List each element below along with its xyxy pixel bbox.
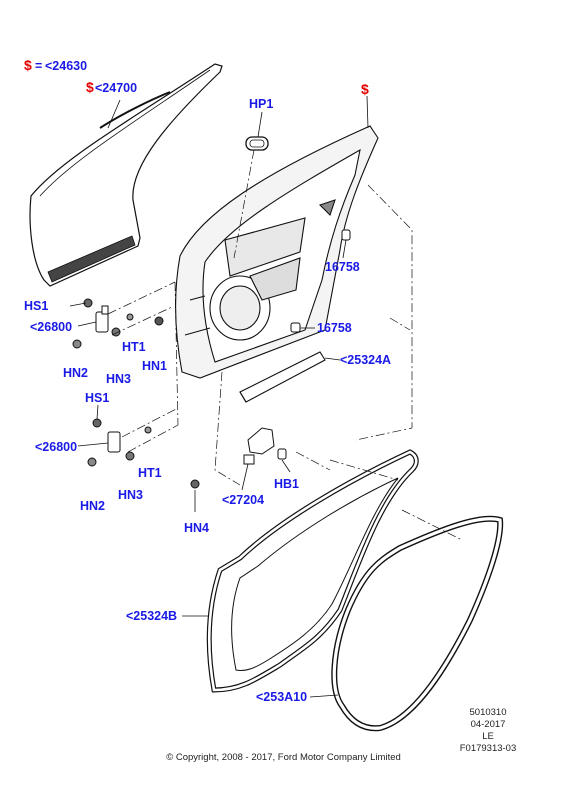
weatherstrip-25324b bbox=[206, 449, 419, 693]
label-hn2-lower[interactable]: HN2 bbox=[80, 499, 106, 513]
label-253a10[interactable]: <253A10 bbox=[256, 690, 308, 704]
trim-strip-25324a bbox=[239, 351, 326, 403]
label-ht1-upper[interactable]: HT1 bbox=[122, 340, 146, 354]
marker-dollar-frame: $ bbox=[361, 81, 369, 97]
legend-ref-24630[interactable]: <24630 bbox=[45, 59, 88, 73]
label-ht1-lower[interactable]: HT1 bbox=[138, 466, 162, 480]
label-hn1[interactable]: HN1 bbox=[142, 359, 168, 373]
label-hn2-upper[interactable]: HN2 bbox=[63, 366, 89, 380]
label-16758-lower[interactable]: 16758 bbox=[317, 321, 352, 335]
label-hn3-lower[interactable]: HN3 bbox=[118, 488, 144, 502]
label-hp1[interactable]: HP1 bbox=[249, 97, 274, 111]
legend-symbol: $ bbox=[24, 57, 32, 73]
legend-equals: = bbox=[35, 59, 43, 73]
copyright-notice: © Copyright, 2008 - 2017, Ford Motor Com… bbox=[166, 752, 401, 763]
dash-dot-lines bbox=[107, 149, 463, 541]
label-hs1-upper[interactable]: HS1 bbox=[24, 299, 49, 313]
weatherstrip-253a10 bbox=[331, 515, 504, 732]
door-check-27204 bbox=[190, 427, 287, 489]
label-hn3-upper[interactable]: HN3 bbox=[106, 372, 132, 386]
lower-hinge bbox=[87, 418, 152, 467]
label-25324a[interactable]: <25324A bbox=[340, 353, 392, 367]
label-24700[interactable]: <24700 bbox=[95, 81, 138, 95]
leader-lines bbox=[69, 95, 369, 698]
label-hn4[interactable]: HN4 bbox=[184, 521, 210, 535]
label-hb1[interactable]: HB1 bbox=[274, 477, 300, 491]
label-26800-upper[interactable]: <26800 bbox=[30, 320, 73, 334]
marker-dollar-24700: $ bbox=[86, 79, 94, 95]
inner-door-frame bbox=[175, 125, 379, 379]
label-25324b[interactable]: <25324B bbox=[126, 609, 178, 623]
label-hs1-lower[interactable]: HS1 bbox=[85, 391, 110, 405]
diagram-meta: 5010310 04-2017 LE F0179313-03 bbox=[438, 707, 538, 755]
label-16758-upper[interactable]: 16758 bbox=[325, 260, 360, 274]
label-26800-lower[interactable]: <26800 bbox=[35, 440, 78, 454]
upper-hinge bbox=[72, 298, 164, 349]
meta-date: 04-2017 bbox=[470, 719, 506, 730]
meta-code: 5010310 bbox=[469, 707, 507, 718]
label-27204[interactable]: <27204 bbox=[222, 493, 265, 507]
meta-ref: F0179313-03 bbox=[459, 743, 517, 754]
meta-side: LE bbox=[482, 731, 494, 742]
plug-hp1 bbox=[245, 136, 269, 151]
outer-door-panel bbox=[29, 63, 223, 287]
